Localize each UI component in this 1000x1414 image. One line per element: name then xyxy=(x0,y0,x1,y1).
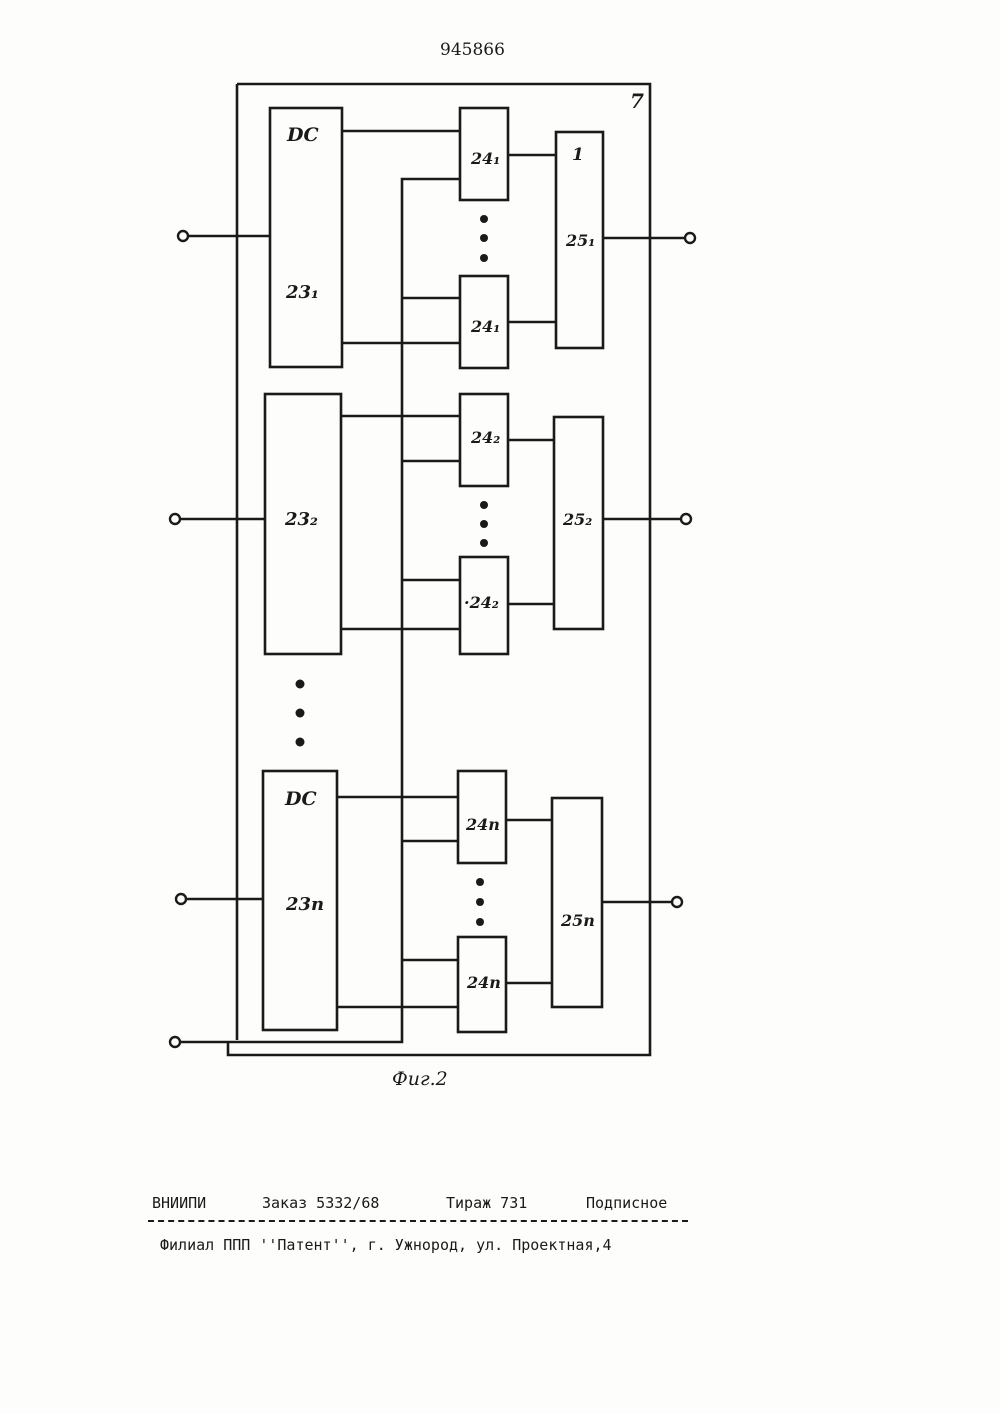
label-23-n: 23п xyxy=(285,894,324,915)
footer-run: Тираж 731 xyxy=(446,1194,527,1212)
ellipsis-dot xyxy=(476,918,484,926)
input-terminal-1 xyxy=(178,231,188,241)
label-25-n: 25п xyxy=(560,911,595,930)
wires-group-2 xyxy=(180,416,682,629)
label-25-1: 25₁ xyxy=(565,231,595,250)
ellipsis-dot xyxy=(480,501,488,509)
label-24-na: 24п xyxy=(465,815,500,834)
footer-address: Филиал ППП ''Патент'', г. Ужнород, ул. П… xyxy=(160,1236,612,1254)
label-24-1b: 24₁ xyxy=(470,317,500,336)
block-23-1 xyxy=(270,108,342,367)
ellipsis-dot xyxy=(480,539,488,547)
output-terminal-2 xyxy=(681,514,691,524)
footer-org: ВНИИПИ xyxy=(152,1194,206,1212)
label-24-2a: 24₂ xyxy=(470,428,500,447)
output-terminal-n xyxy=(672,897,682,907)
label-24-1a: 24₁ xyxy=(470,149,500,168)
figure-caption: Фиг.2 xyxy=(392,1068,448,1090)
footer-subscription: Подписное xyxy=(586,1194,667,1212)
ellipsis-dot xyxy=(480,234,488,242)
ellipsis-dot xyxy=(480,254,488,262)
label-24-nb: 24п xyxy=(466,973,501,992)
ellipsis-dot xyxy=(476,878,484,886)
wires-group-n xyxy=(186,797,672,1007)
ellipsis-dot xyxy=(296,738,305,747)
input-terminal-2 xyxy=(170,514,180,524)
output-terminal-1 xyxy=(685,233,695,243)
footer-divider xyxy=(148,1220,688,1222)
label-23-1: 23₁ xyxy=(285,282,319,303)
ellipsis-dot xyxy=(296,680,305,689)
ellipsis-dot xyxy=(296,709,305,718)
ellipsis-dot xyxy=(476,898,484,906)
block-25-n xyxy=(552,798,602,1007)
control-terminal xyxy=(170,1037,180,1047)
dc-label-n: DC xyxy=(284,788,317,810)
label-23-2: 23₂ xyxy=(284,509,318,530)
label-25-2: 25₂ xyxy=(562,510,592,529)
frame-label: 7 xyxy=(630,89,644,113)
wires-group-1 xyxy=(188,131,686,343)
footer-order: Заказ 5332/68 xyxy=(262,1194,379,1212)
ellipsis-dot xyxy=(480,520,488,528)
label-24-2b: ·24₂ xyxy=(464,593,499,612)
label-25-1-top: 1 xyxy=(572,145,584,165)
input-terminal-n xyxy=(176,894,186,904)
ellipsis-dot xyxy=(480,215,488,223)
dc-label-1: DC xyxy=(286,124,319,146)
